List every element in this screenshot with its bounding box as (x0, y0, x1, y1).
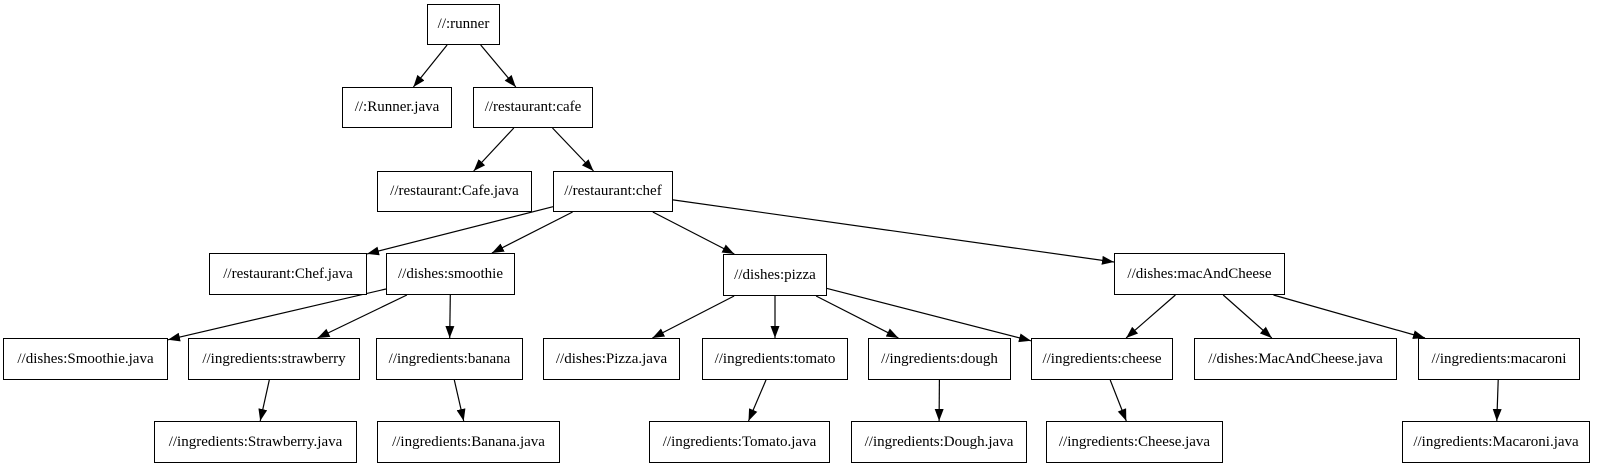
graph-node-banana: //ingredients:banana (376, 338, 523, 380)
graph-node-smoothie_java: //dishes:Smoothie.java (3, 338, 168, 380)
graph-edge-smoothie-to-strawberry (317, 294, 408, 339)
graph-node-cheese_java: //ingredients:Cheese.java (1046, 421, 1223, 463)
graph-node-cafe: //restaurant:cafe (473, 87, 593, 128)
graph-edge-strawberry-to-strawberry_java (258, 379, 270, 422)
graph-edge-macandcheese-to-macaroni (1273, 294, 1426, 340)
graph-edge-chef-to-smoothie (491, 211, 573, 254)
graph-node-pizza_java: //dishes:Pizza.java (543, 338, 680, 380)
graph-edge-chef-to-pizza (652, 211, 735, 255)
graph-edge-smoothie-to-banana (445, 294, 455, 339)
graph-node-macaroni: //ingredients:macaroni (1418, 338, 1580, 380)
graph-node-cheese: //ingredients:cheese (1031, 338, 1173, 380)
graph-node-dough_java: //ingredients:Dough.java (851, 421, 1027, 463)
graph-edge-banana-to-banana_java (453, 379, 466, 422)
graph-edge-runner-to-cafe (480, 44, 517, 88)
graph-edge-cafe-to-chef (552, 127, 594, 172)
graph-node-smoothie: //dishes:smoothie (386, 253, 515, 295)
graph-node-runner: //:runner (427, 4, 500, 45)
graph-edge-pizza-to-pizza_java (652, 295, 735, 339)
graph-edge-cafe-to-cafe_java (473, 127, 515, 172)
graph-node-strawberry_java: //ingredients:Strawberry.java (154, 421, 357, 463)
graph-node-dough: //ingredients:dough (868, 338, 1011, 380)
graph-edge-pizza-to-dough (815, 295, 899, 339)
graph-edge-macandcheese-to-macandcheese_java (1222, 294, 1273, 339)
graph-node-banana_java: //ingredients:Banana.java (377, 421, 560, 463)
graph-edge-smoothie-to-smoothie_java (167, 288, 387, 342)
graph-node-tomato_java: //ingredients:Tomato.java (649, 421, 830, 463)
graph-node-macandcheese: //dishes:macAndCheese (1114, 253, 1285, 295)
graph-edge-tomato-to-tomato_java (747, 379, 767, 422)
graph-node-macaroni_java: //ingredients:Macaroni.java (1402, 421, 1590, 463)
graph-node-runner_java: //:Runner.java (342, 87, 452, 128)
graph-node-macandcheese_java: //dishes:MacAndCheese.java (1194, 338, 1397, 380)
graph-edge-runner-to-runner_java (412, 44, 448, 88)
graph-edge-macaroni-to-macaroni_java (1492, 379, 1502, 422)
graph-edge-chef-to-macandcheese (672, 199, 1115, 265)
graph-node-chef: //restaurant:chef (553, 171, 673, 212)
graph-node-cafe_java: //restaurant:Cafe.java (377, 171, 532, 212)
graph-node-chef_java: //restaurant:Chef.java (209, 253, 367, 295)
graph-edge-cheese-to-cheese_java (1109, 379, 1127, 422)
graph-edge-pizza-to-cheese (826, 287, 1032, 343)
graph-edge-group (167, 44, 1502, 422)
graph-node-tomato: //ingredients:tomato (702, 338, 848, 380)
graph-edge-chef-to-chef_java (366, 206, 554, 256)
graph-node-pizza: //dishes:pizza (723, 254, 827, 296)
graph-node-strawberry: //ingredients:strawberry (188, 338, 360, 380)
graph-edge-macandcheese-to-cheese (1125, 294, 1176, 339)
